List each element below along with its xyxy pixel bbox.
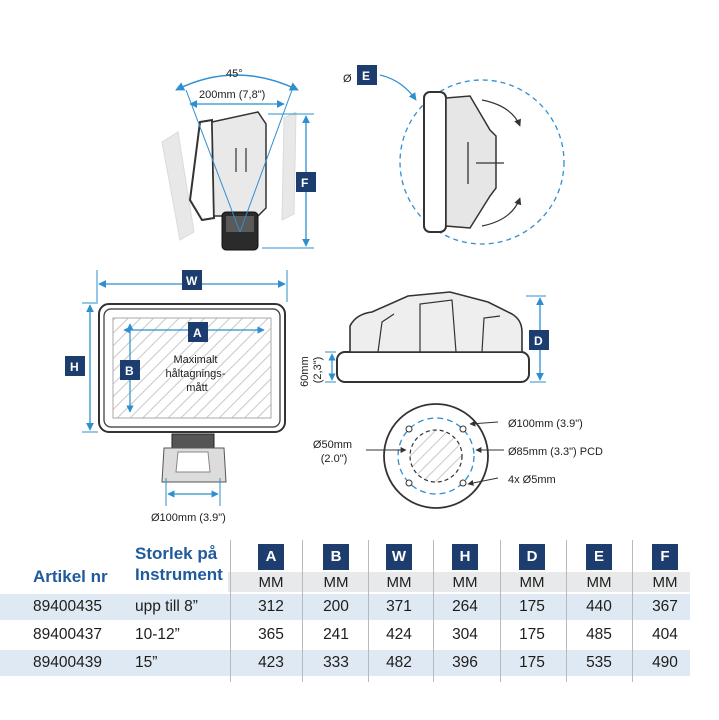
- mount-plate-view: Ø100mm (3.9") Ø85mm (3.3") PCD 4x Ø5mm Ø…: [313, 403, 603, 509]
- instrument-size: 10-12”: [135, 626, 180, 643]
- col-header-B: B: [323, 544, 349, 570]
- value-E: 535: [586, 654, 612, 671]
- height-label-mm: 60mm: [299, 356, 311, 387]
- mount-center-label: Ø50mm (2.0"): [313, 439, 355, 465]
- column-divider: [500, 540, 501, 682]
- badge-A: [188, 322, 208, 342]
- value-F: 490: [652, 654, 678, 671]
- value-E: 440: [586, 598, 612, 615]
- col-header-F: F: [652, 544, 678, 570]
- badge-E-label: E: [362, 69, 370, 83]
- value-E: 485: [586, 626, 612, 643]
- value-D: 175: [519, 626, 545, 643]
- column-divider: [632, 540, 633, 682]
- badge-F-label: F: [301, 176, 308, 190]
- col-header-H: H: [452, 544, 478, 570]
- value-D: 175: [519, 598, 545, 615]
- value-B: 333: [323, 654, 349, 671]
- value-W: 482: [386, 654, 412, 671]
- badge-H-label: H: [70, 360, 79, 374]
- base-width-label: Ø100mm (3.9"): [151, 512, 226, 524]
- size-header-1: Storlek på: [135, 544, 218, 563]
- cutout-text: Maximalt håltagnings- mått: [166, 354, 229, 394]
- col-header-A: A: [258, 544, 284, 570]
- value-H: 396: [452, 654, 478, 671]
- column-divider: [433, 540, 434, 682]
- technical-drawing: 45° 200mm (7,8") F Ø E W H: [65, 65, 603, 524]
- column-divider: [566, 540, 567, 682]
- badge-F: [296, 172, 316, 192]
- value-W: 424: [386, 626, 412, 643]
- instrument-size: 15”: [135, 654, 158, 671]
- side-view: 45° 200mm (7,8") F: [161, 68, 316, 251]
- value-A: 423: [258, 654, 284, 671]
- mount-outer-label: Ø100mm (3.9"): [508, 418, 583, 430]
- column-divider: [368, 540, 369, 682]
- cutout-line-1: Maximalt: [173, 354, 217, 366]
- col-header-W: W: [386, 544, 412, 570]
- value-F: 367: [652, 598, 678, 615]
- diameter-prefix: Ø: [343, 73, 352, 85]
- value-B: 200: [323, 598, 349, 615]
- front-view: W H A B Maximalt håltagnings- mått Ø100m…: [65, 270, 288, 524]
- unit-A: MM: [258, 574, 284, 591]
- article-number: 89400439: [33, 654, 102, 671]
- height-label: 60mm (2,3"): [299, 353, 324, 387]
- article-number: 89400435: [33, 598, 102, 615]
- column-divider: [230, 540, 231, 682]
- value-A: 365: [258, 626, 284, 643]
- unit-row-bg: [228, 572, 690, 592]
- unit-B: MM: [323, 574, 349, 591]
- spec-table: Storlek på Instrument Artikel nr A B W H…: [0, 532, 719, 682]
- value-H: 304: [452, 626, 478, 643]
- col-header-D: D: [519, 544, 545, 570]
- badge-D-label: D: [534, 334, 543, 348]
- article-number: 89400437: [33, 626, 102, 643]
- unit-H: MM: [452, 574, 478, 591]
- value-F: 404: [652, 626, 678, 643]
- column-divider: [302, 540, 303, 682]
- badge-A-label: A: [193, 326, 202, 340]
- cutout-line-2: håltagnings-: [166, 368, 226, 380]
- rotation-view: Ø E: [343, 65, 565, 245]
- value-W: 371: [386, 598, 412, 615]
- badge-W-label: W: [186, 274, 198, 288]
- unit-F: MM: [652, 574, 678, 591]
- table-row: 89400439 15” 423 333 482 396 175 535 490: [0, 650, 690, 676]
- mount-pcd-label: Ø85mm (3.3") PCD: [508, 446, 603, 458]
- badge-D: [529, 330, 549, 350]
- profile-view: D 60mm (2,3"): [299, 291, 549, 387]
- instrument-size: upp till 8”: [135, 598, 198, 615]
- value-A: 312: [258, 598, 284, 615]
- badge-H: [65, 356, 85, 376]
- size-header-2: Instrument: [135, 565, 223, 584]
- angle-label: 45°: [226, 68, 243, 80]
- height-label-in: (2,3"): [312, 357, 324, 384]
- badge-W: [182, 270, 202, 290]
- value-B: 241: [323, 626, 349, 643]
- span-label: 200mm (7,8"): [199, 89, 265, 101]
- table-row: 89400437 10-12” 365 241 424 304 175 485 …: [0, 622, 690, 648]
- mount-center-in: (2.0"): [321, 453, 348, 465]
- badge-E: [357, 65, 377, 85]
- value-H: 264: [452, 598, 478, 615]
- unit-D: MM: [519, 574, 545, 591]
- mount-holes-label: 4x Ø5mm: [508, 474, 556, 486]
- value-D: 175: [519, 654, 545, 671]
- table-row: 89400435 upp till 8” 312 200 371 264 175…: [0, 594, 690, 620]
- unit-E: MM: [586, 574, 612, 591]
- badge-B-label: B: [125, 364, 134, 378]
- article-header: Artikel nr: [33, 567, 108, 586]
- cutout-line-3: mått: [186, 382, 207, 394]
- badge-B: [120, 360, 140, 380]
- mount-center-mm: Ø50mm: [313, 439, 352, 451]
- unit-W: MM: [386, 574, 412, 591]
- col-header-E: E: [586, 544, 612, 570]
